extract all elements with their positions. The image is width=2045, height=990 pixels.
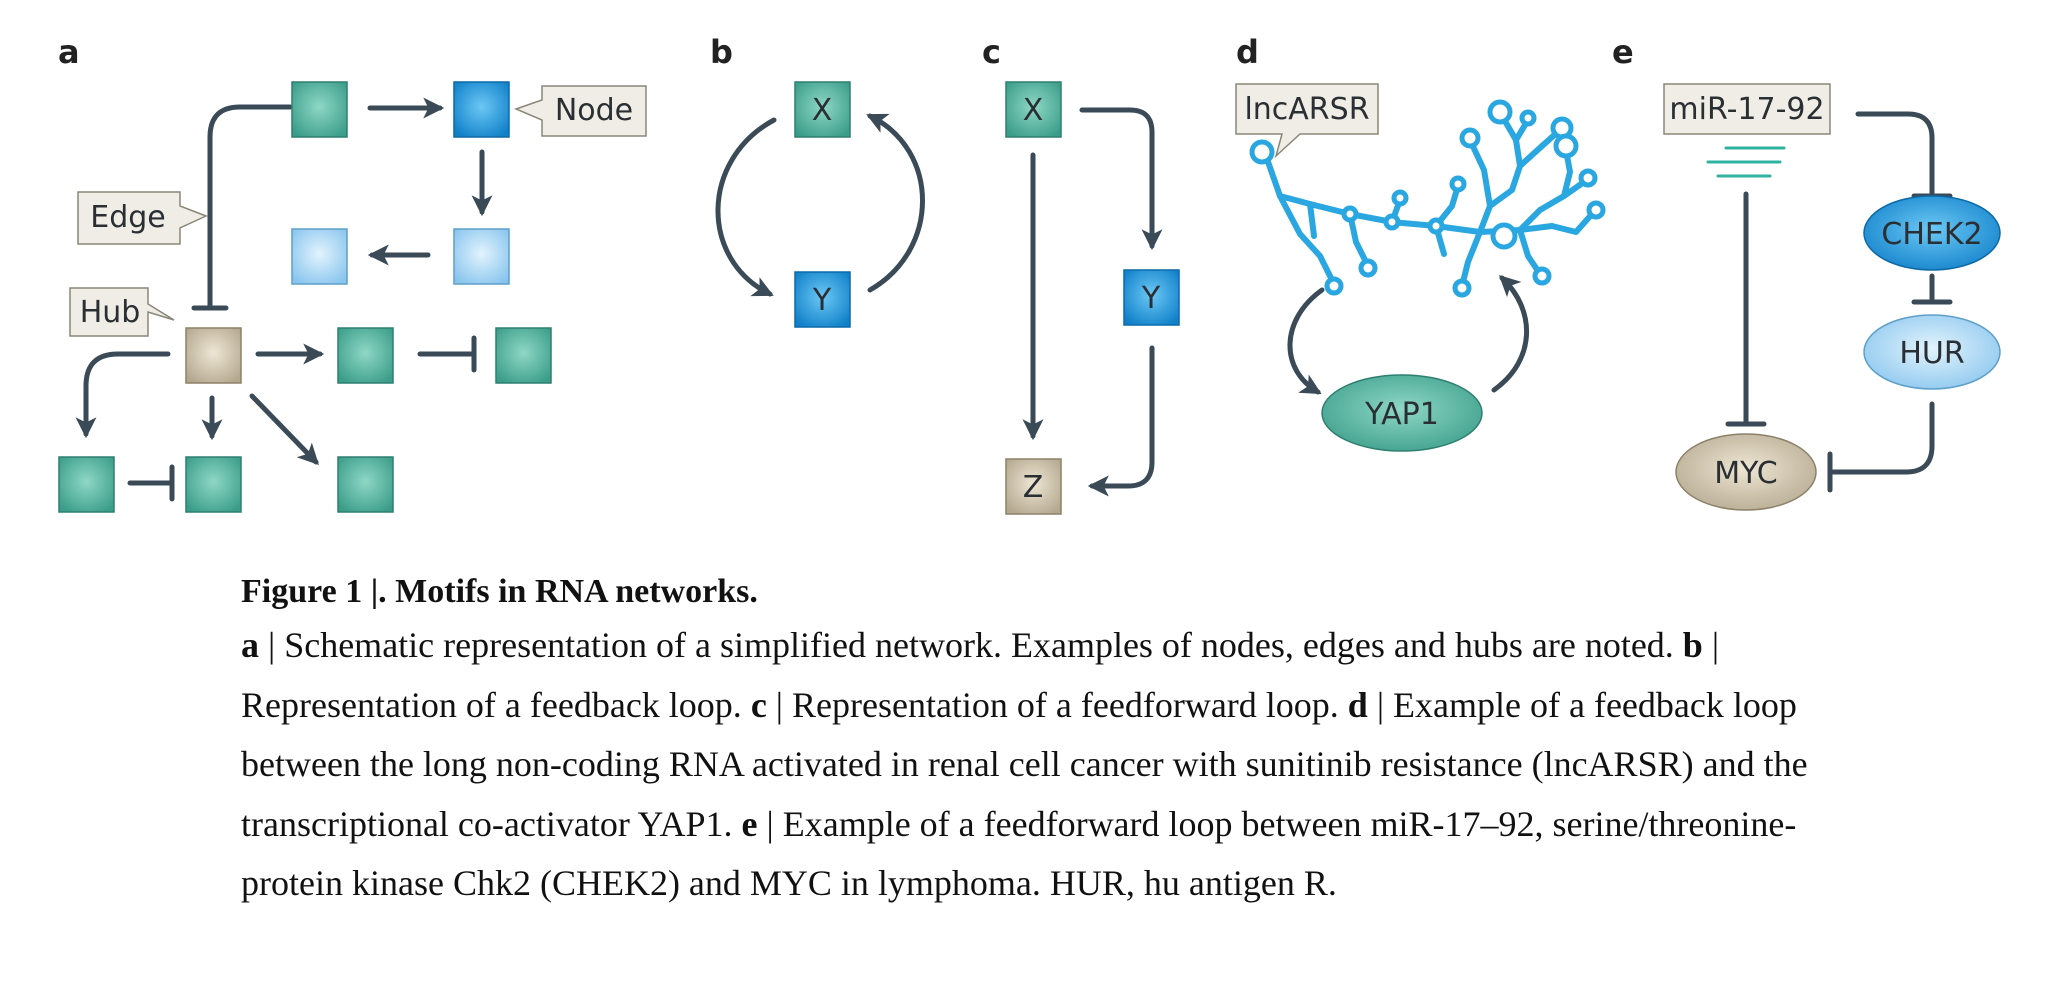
panel-a: a Node Edge Hub xyxy=(58,33,647,513)
panel-d-letter: d xyxy=(1236,33,1259,71)
caption-title: Figure 1 |. Motifs in RNA networks. xyxy=(241,573,758,610)
hub-callout-label: Hub xyxy=(80,295,141,330)
hur-label: HUR xyxy=(1899,336,1964,371)
arrow-hub-diagonal xyxy=(249,393,319,466)
node-teal-bottom-left xyxy=(58,456,115,513)
node-teal-mid xyxy=(337,327,394,384)
node-z-label: Z xyxy=(1023,470,1044,505)
node-y xyxy=(1123,269,1180,326)
caption-body: a | Schematic representation of a simpli… xyxy=(241,616,1861,914)
caption-text-e: | Example of a feedforward loop between … xyxy=(241,803,1797,904)
node-z xyxy=(1005,458,1062,515)
arrow-hub-left-down xyxy=(75,351,171,439)
caption-letter-b: b xyxy=(1682,625,1703,665)
lncarsr-callout xyxy=(1235,83,1379,159)
chek2-label: CHEK2 xyxy=(1881,217,1982,252)
arrow-x-to-y xyxy=(1079,107,1163,251)
feedback-arrow-lncarsr-to-yap1 xyxy=(1287,287,1325,395)
node-teal-top xyxy=(291,81,348,138)
feedback-arrow-y-to-x xyxy=(866,113,925,293)
panel-c-letter: c xyxy=(982,33,1001,71)
node-callout-label: Node xyxy=(555,93,633,128)
node-teal-bottom-right xyxy=(337,456,394,513)
myc-label: MYC xyxy=(1714,456,1778,491)
node-lightblue-right xyxy=(453,228,510,285)
edge-callout xyxy=(77,191,208,245)
figure-diagram: a Node Edge Hub b xyxy=(58,33,2001,515)
node-callout xyxy=(513,85,647,137)
caption-text-a: | Schematic representation of a simplifi… xyxy=(259,625,1683,665)
caption-letter-c: c xyxy=(750,684,767,725)
chek2-node xyxy=(1863,195,2001,271)
panel-a-letter: a xyxy=(58,33,80,71)
feedback-arrow-yap1-to-lncarsr xyxy=(1491,275,1530,393)
lncarsr-loops xyxy=(1249,99,1606,298)
node-y-label: Y xyxy=(1141,281,1161,316)
panel-c: c X Y Z xyxy=(982,33,1180,515)
myc-node xyxy=(1675,433,1817,511)
caption-text-c: | Representation of a feedforward loop. xyxy=(766,684,1348,725)
caption-text-d: | Example of a feedback loop between the… xyxy=(241,684,1808,844)
hub-callout xyxy=(69,287,175,337)
panel-b: b X Y xyxy=(710,33,925,328)
node-x-label: X xyxy=(812,93,833,128)
inhibition-edge-hur-to-myc xyxy=(1829,401,1935,475)
lncarsr-rna-structure xyxy=(1263,113,1595,289)
caption-letter-d: d xyxy=(1347,684,1368,725)
yap1-label: YAP1 xyxy=(1364,397,1439,432)
feedback-arrow-x-to-y xyxy=(715,117,777,297)
caption-text-b: | Representation of a feedback loop. xyxy=(241,625,1720,725)
node-y-label: Y xyxy=(812,283,832,318)
caption-letter-a: a xyxy=(241,625,259,665)
hub-node xyxy=(185,327,242,384)
mirna-label: miR-17-92 xyxy=(1669,92,1824,127)
arrow-y-to-z xyxy=(1087,345,1155,497)
panel-d: d xyxy=(1235,33,1606,452)
node-blue-labeled xyxy=(453,81,510,138)
node-teal-bottom-mid xyxy=(185,456,242,513)
node-x xyxy=(1005,81,1062,138)
node-teal-mid-right xyxy=(495,327,552,384)
panel-e-letter: e xyxy=(1612,33,1634,71)
mirna-callout xyxy=(1663,83,1831,135)
yap1-node xyxy=(1321,374,1483,452)
inhibition-edge-mirna-to-chek2 xyxy=(1855,111,1935,197)
node-x-label: X xyxy=(1023,93,1044,128)
inhibition-edge-top-to-hub xyxy=(207,104,293,309)
mirna-duplex-icon xyxy=(1706,146,1786,178)
node-y xyxy=(794,271,851,328)
panel-b-letter: b xyxy=(710,33,733,71)
hur-node xyxy=(1863,314,2001,390)
lncarsr-callout-label: lncARSR xyxy=(1244,92,1369,127)
figure-caption: Figure 1 |. Motifs in RNA networks. a | … xyxy=(241,568,1861,914)
edge-callout-label: Edge xyxy=(90,200,166,235)
node-lightblue-left xyxy=(291,228,348,285)
node-x xyxy=(794,81,851,138)
panel-e: e miR-17-92 CHEK2 HUR MYC xyxy=(1612,33,2001,511)
caption-letter-e: e xyxy=(741,803,758,844)
